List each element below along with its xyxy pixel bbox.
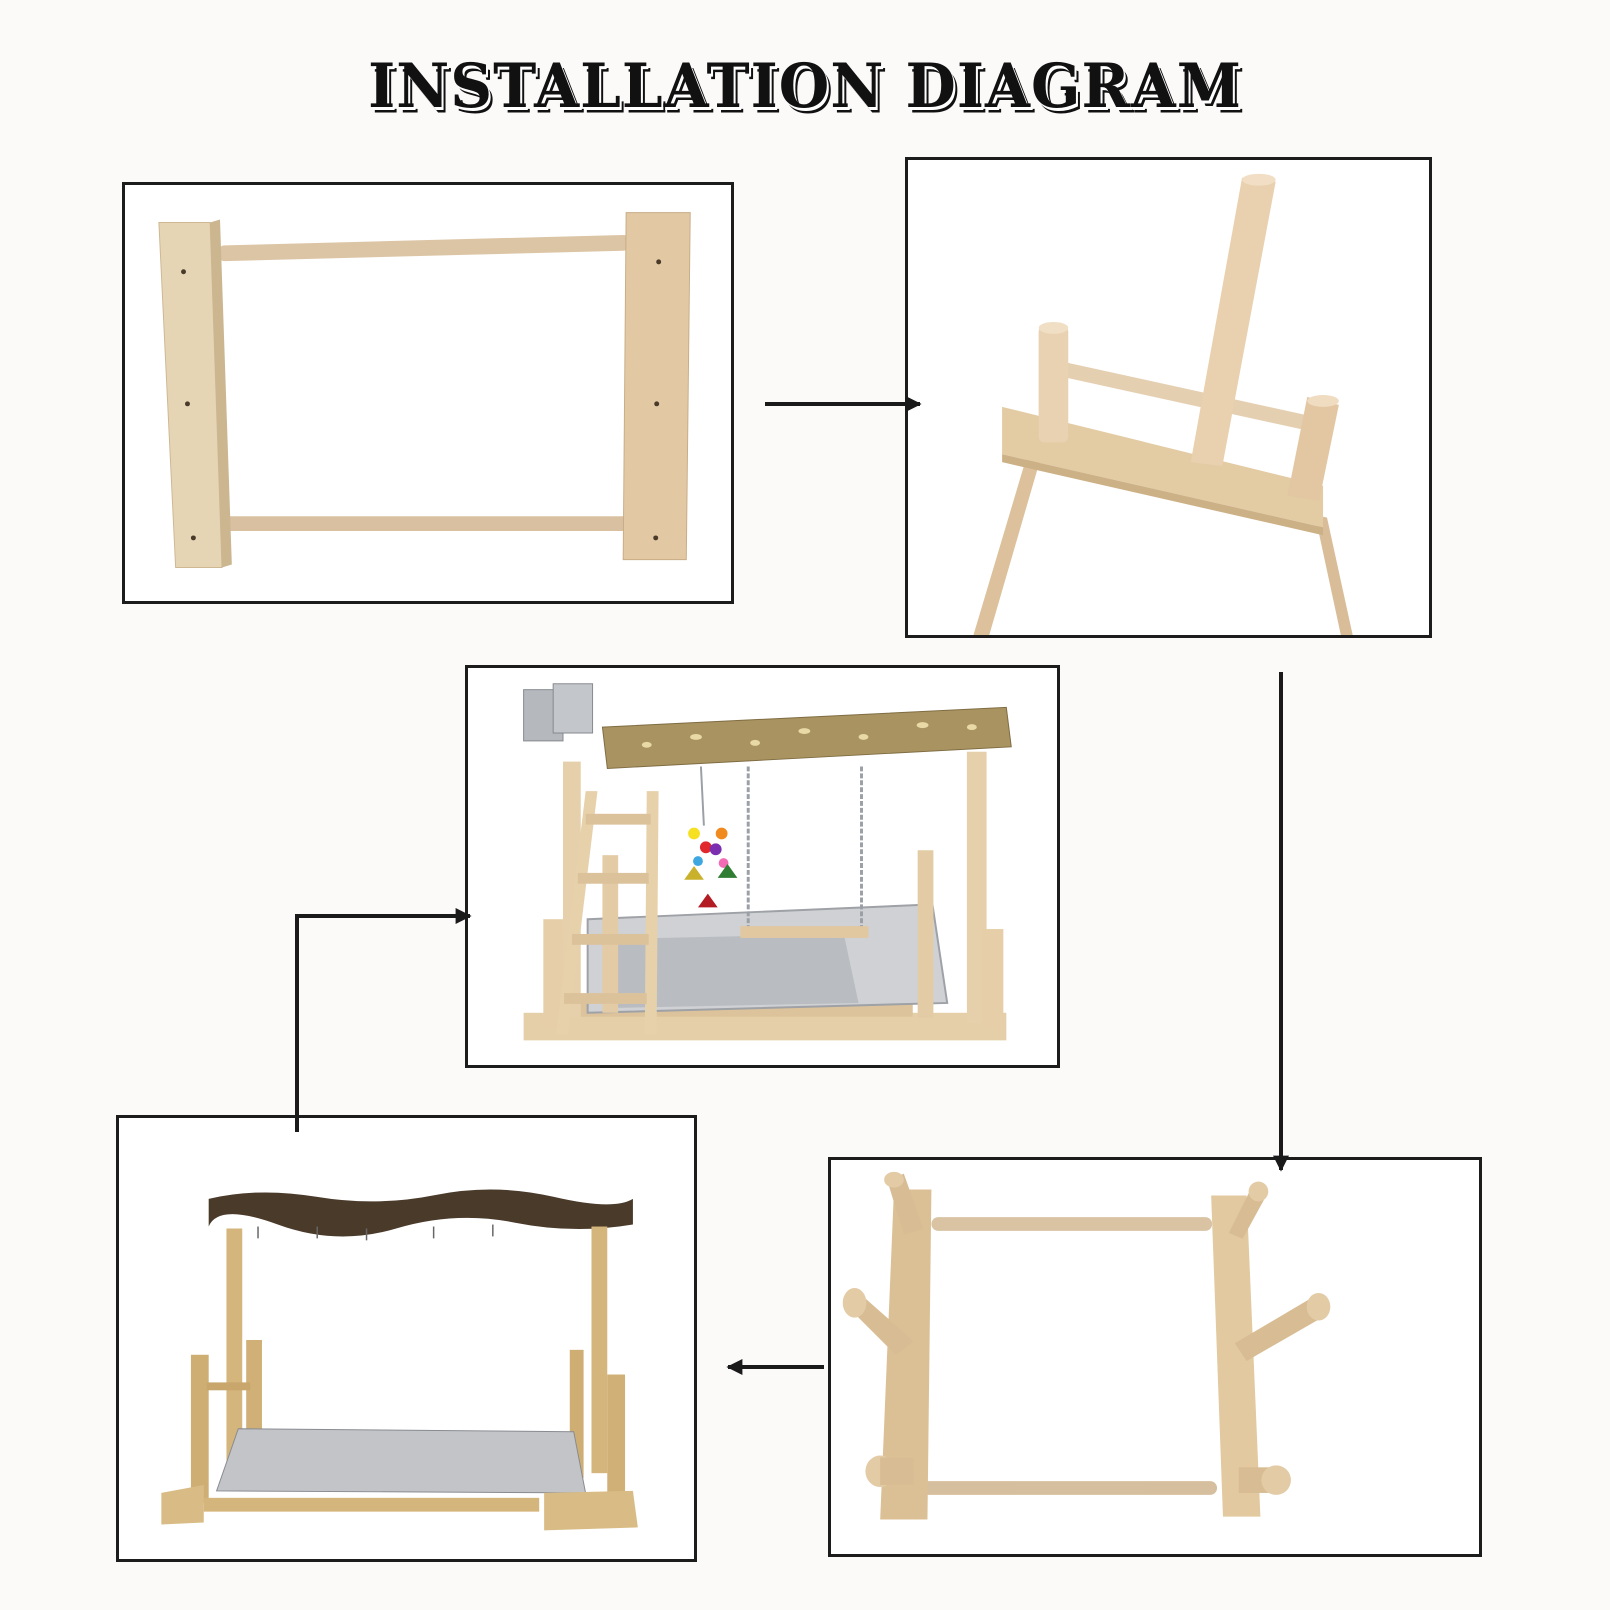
- page-title: INSTALLATION DIAGRAM: [368, 50, 1242, 122]
- finished-play-stand-illustration: [523, 683, 1012, 1041]
- step-1-panel: Base frame: two wooden side boards joine…: [122, 182, 734, 604]
- base-frame-illustration: [158, 212, 691, 568]
- step-3-panel: Both side boards fitted with angled perc…: [828, 1157, 1482, 1557]
- side-board-with-posts-illustration: [973, 173, 1353, 635]
- step-4-panel: Mount the natural branch perch on the up…: [116, 1115, 697, 1562]
- step-2-panel: Attach perch posts and a tall upright po…: [905, 157, 1432, 638]
- step-5-panel: Finished play stand with cups, ladder, s…: [465, 665, 1060, 1068]
- arrow-up-right-icon: [295, 908, 472, 1132]
- branch-and-tray-illustration: [161, 1189, 638, 1531]
- frame-with-perch-pegs-illustration: [842, 1171, 1331, 1520]
